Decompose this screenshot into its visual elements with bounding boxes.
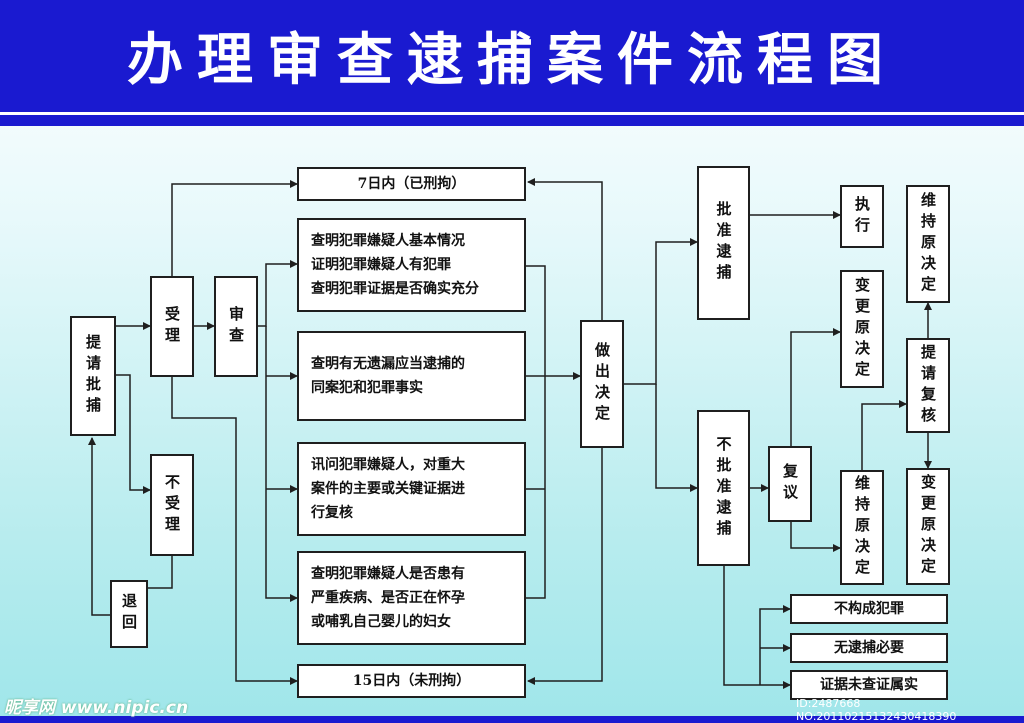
page-title: 办理审查逮捕案件流程图 xyxy=(127,27,897,93)
id-watermark: ID:2487668 NO:20110215132430418390 xyxy=(796,697,957,723)
site-watermark: 昵享网 www.nipic.cn xyxy=(4,698,189,718)
edge-return-submit xyxy=(88,437,110,616)
reconsider-box: 复议 xyxy=(768,446,812,522)
accept-box: 受理 xyxy=(150,276,194,377)
edge-decision-approve xyxy=(624,238,698,385)
review-step-3: 讯问犯罪嫌疑人，对重大 案件的主要或关键证据进 行复核 xyxy=(297,442,526,536)
header-banner: 办理审查逮捕案件流程图 xyxy=(0,0,1024,112)
edge-reconsider-change xyxy=(790,328,841,446)
request-recheck-box: 提请复核 xyxy=(906,338,950,433)
fifteen-day-box: 15日内（未刑拘） xyxy=(297,664,526,698)
edge-deny-reasons xyxy=(723,566,791,689)
submit-arrest-box: 提请批捕 xyxy=(70,316,116,436)
edge-decision-7day xyxy=(527,178,603,320)
edge-decision-deny xyxy=(655,384,698,492)
footer-bar xyxy=(0,716,1024,723)
review-box: 审查 xyxy=(214,276,258,377)
execute-box: 执行 xyxy=(840,185,884,248)
maintain-decision-box-1: 维持原决定 xyxy=(840,470,884,585)
seven-day-box: 7日内（已刑拘） xyxy=(297,167,526,201)
reason-no-necessity: 无逮捕必要 xyxy=(790,633,948,663)
review-step-1: 查明犯罪嫌疑人基本情况 证明犯罪嫌疑人有犯罪 查明犯罪证据是否确实充分 xyxy=(297,218,526,312)
header-divider xyxy=(0,112,1024,126)
return-box: 退回 xyxy=(110,580,148,648)
edge-steps-collect xyxy=(526,265,546,599)
change-decision-box-2: 变更原决定 xyxy=(906,468,950,585)
make-decision-box: 做出决定 xyxy=(580,320,624,448)
edge-maintain-review xyxy=(861,400,907,470)
reject-box: 不受理 xyxy=(150,454,194,556)
edge-review-step1 xyxy=(258,260,298,327)
reason-evidence-unverified: 证据未查证属实 xyxy=(790,670,948,700)
edge-reason-1 xyxy=(759,605,791,685)
deny-arrest-box: 不批准逮捕 xyxy=(697,410,750,566)
change-decision-box-1: 变更原决定 xyxy=(840,270,884,388)
maintain-decision-box-2: 维持原决定 xyxy=(906,185,950,303)
edge-accept-7day xyxy=(171,180,298,276)
review-step-4: 查明犯罪嫌疑人是否患有 严重疾病、是否正在怀孕 或哺乳自己婴儿的妇女 xyxy=(297,551,526,645)
edge-accept-15day xyxy=(171,377,298,685)
edge-review-step4 xyxy=(265,326,298,602)
edge-reconsider-maintain xyxy=(790,522,841,552)
edge-submit-reject xyxy=(114,374,151,494)
edge-reject-return xyxy=(148,556,173,589)
edge-decision-15day xyxy=(527,448,603,685)
approve-arrest-box: 批准逮捕 xyxy=(697,166,750,320)
review-step-2: 查明有无遗漏应当逮捕的 同案犯和犯罪事实 xyxy=(297,331,526,421)
reason-no-crime: 不构成犯罪 xyxy=(790,594,948,624)
